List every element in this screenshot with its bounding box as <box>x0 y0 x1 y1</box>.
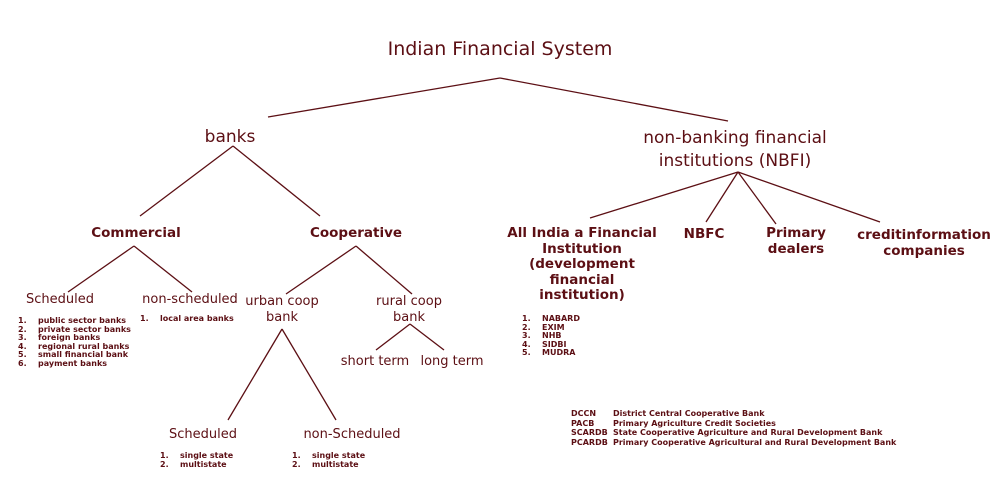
edge-nbfi-credit-info <box>737 171 881 223</box>
all-india-fi-line4: financial <box>549 271 615 288</box>
all-india-fi-list: 1.NABARD 2.EXIM 3.NHB 4.SIDBI 5.MUDRA <box>522 314 580 358</box>
urban-coop-node: urban coop bank <box>232 294 332 325</box>
banks-label: banks <box>204 127 256 147</box>
edge-commercial-scheduled <box>67 245 135 293</box>
list-item: 1.single state <box>292 451 366 460</box>
commercial-nonscheduled-list: 1.local area banks <box>140 314 234 324</box>
all-india-fi-line3: (development <box>529 256 635 272</box>
primary-dealers-node: Primary dealers <box>746 225 846 257</box>
primary-dealers-line2: dealers <box>767 240 825 257</box>
short-term-label: short term <box>340 354 410 369</box>
list-item: 1.NABARD <box>522 314 580 323</box>
nbfi-label-line2: institutions (NBFI) <box>658 151 812 171</box>
rural-coop-node: rural coop bank <box>359 294 459 325</box>
edge-commercial-nonscheduled <box>133 245 193 293</box>
nbfi-label-line1: non-banking financial <box>643 128 827 148</box>
long-term-node: long term <box>412 354 492 370</box>
banks-node: banks <box>170 127 290 147</box>
urban-coop-line2: bank <box>266 309 298 325</box>
long-term-label: long term <box>420 354 484 369</box>
list-item: 5.MUDRA <box>522 348 576 358</box>
urban-coop-line1: urban coop <box>245 294 319 309</box>
credit-info-line1: creditinformation <box>857 227 991 243</box>
nbfc-label: NBFC <box>683 226 725 242</box>
edge-root-nbfi <box>499 77 729 122</box>
list-item: 1.public sector banks <box>18 316 127 325</box>
list-item: 2.EXIM <box>522 322 565 332</box>
commercial-nonscheduled-label: non-scheduled <box>142 292 238 307</box>
cooperative-node: Cooperative <box>296 225 416 241</box>
root-node: Indian Financial System <box>370 38 630 61</box>
commercial-scheduled-list: 1.public sector banks 2.private sector b… <box>18 316 131 369</box>
list-item: 6.payment banks <box>18 358 108 368</box>
edge-nbfi-nbfc <box>705 171 739 223</box>
list-item: 3.foreign banks <box>18 333 101 343</box>
all-india-fi-line1: All India a Financial <box>507 225 657 241</box>
urban-scheduled-node: Scheduled <box>153 427 253 443</box>
nbfi-node: non-banking financial institutions (NBFI… <box>600 127 870 173</box>
credit-info-line2: companies <box>883 242 965 259</box>
root-label: Indian Financial System <box>387 38 613 60</box>
short-term-node: short term <box>332 354 418 370</box>
edge-rural-longterm <box>409 323 445 351</box>
list-item: 3.NHB <box>522 331 562 341</box>
commercial-node: Commercial <box>76 225 196 241</box>
nbfc-node: NBFC <box>664 226 744 242</box>
commercial-label: Commercial <box>91 225 181 241</box>
edge-nbfi-primary-dealers <box>737 171 777 225</box>
urban-scheduled-list: 1.single state 2.multistate <box>160 451 234 469</box>
list-item: 4.SIDBI <box>522 339 567 349</box>
commercial-scheduled-label: Scheduled <box>26 292 94 307</box>
edge-urban-nonscheduled <box>281 328 337 421</box>
edge-urban-scheduled <box>227 328 283 421</box>
all-india-fi-line2: Institution <box>542 240 622 257</box>
edge-root-banks <box>267 77 501 118</box>
urban-nonscheduled-node: non-Scheduled <box>292 427 412 443</box>
edge-cooperative-rural <box>355 245 413 295</box>
edge-banks-commercial <box>139 145 234 217</box>
urban-nonscheduled-list: 1.single state 2.multistate <box>292 451 366 469</box>
cooperative-label: Cooperative <box>309 225 403 241</box>
all-india-fi-node: All India a Financial Institution (devel… <box>497 225 667 304</box>
list-item: 1.single state <box>160 451 234 460</box>
list-item: 2.multistate <box>292 459 359 469</box>
edge-banks-cooperative <box>232 145 321 217</box>
edge-nbfi-allindia <box>589 171 739 219</box>
urban-scheduled-label: Scheduled <box>169 427 237 442</box>
all-india-fi-line5: institution) <box>539 287 625 303</box>
list-item: 4.regional rural banks <box>18 341 130 351</box>
rural-coop-line1: rural coop <box>376 294 442 309</box>
primary-dealers-line1: Primary <box>766 225 826 241</box>
urban-nonscheduled-label: non-Scheduled <box>303 427 401 442</box>
commercial-scheduled-node: Scheduled <box>14 292 122 308</box>
rural-coop-line2: bank <box>393 309 425 325</box>
list-item: 2.private sector banks <box>18 324 131 334</box>
edge-cooperative-urban <box>285 245 357 295</box>
list-item: 5.small financial bank <box>18 350 129 360</box>
credit-info-node: creditinformation companies <box>849 227 999 259</box>
list-item: 1.local area banks <box>140 314 234 323</box>
list-item: 2.multistate <box>160 459 227 469</box>
commercial-nonscheduled-node: non-scheduled <box>132 292 248 308</box>
edge-rural-shortterm <box>375 323 411 351</box>
